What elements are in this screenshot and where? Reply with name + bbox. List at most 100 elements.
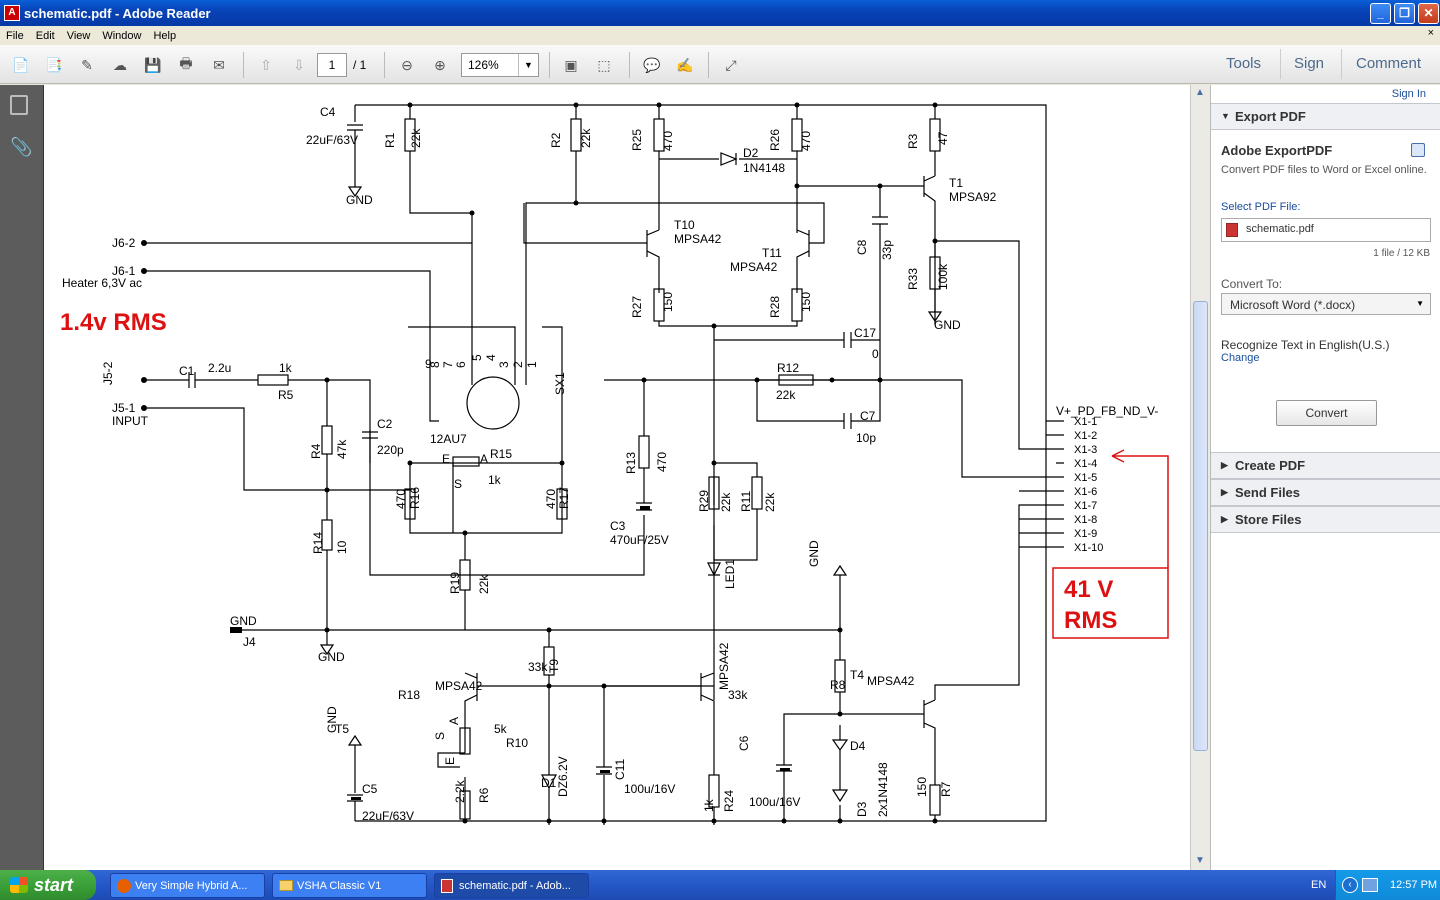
schematic-label: E (443, 757, 457, 765)
task-firefox[interactable]: Very Simple Hybrid A... (110, 873, 265, 898)
send-files-label: Send Files (1235, 485, 1301, 500)
copy-icon[interactable] (1411, 143, 1425, 157)
upload-icon[interactable]: ☁ (113, 56, 127, 73)
export-pdf-label: Export PDF (1235, 109, 1306, 124)
toolbar-separator (243, 52, 244, 78)
connector-header: V+_PD_FB_ND_V- (1056, 404, 1158, 418)
firefox-icon (117, 879, 131, 893)
minimize-button[interactable]: _ (1370, 3, 1391, 24)
menu-file[interactable]: File (6, 29, 24, 42)
fullscreen-icon[interactable]: ⤢ (725, 56, 737, 73)
task-adobe-reader[interactable]: schematic.pdf - Adob... (434, 873, 589, 898)
schematic-label: R28 (768, 296, 782, 318)
prev-page-icon[interactable]: ⇧ (260, 56, 272, 73)
save-icon[interactable]: 💾 (144, 56, 162, 73)
schematic-label: R18 (398, 688, 420, 702)
email-icon[interactable]: ✉ (213, 56, 225, 73)
chevron-down-icon[interactable]: ▼ (518, 54, 538, 76)
convert-to-value: Microsoft Word (*.docx) (1230, 298, 1356, 312)
scrollbar-thumb[interactable] (1193, 301, 1208, 751)
print-icon[interactable]: 🖶 (179, 55, 193, 71)
file-info: 1 file / 12 KB (1373, 248, 1430, 259)
menu-edit[interactable]: Edit (35, 29, 55, 42)
schematic-label: C6 (737, 735, 751, 751)
task-folder[interactable]: VSHA Classic V1 (272, 873, 427, 898)
vertical-scrollbar[interactable]: ▲ ▼ (1190, 85, 1210, 870)
language-indicator[interactable]: EN (1311, 879, 1327, 891)
create-pdf-icon[interactable]: 📑 (45, 56, 63, 73)
schematic-label: R8 (830, 678, 846, 692)
next-page-icon[interactable]: ⇩ (293, 56, 305, 73)
schematic-label: 1k (488, 473, 502, 487)
schematic-label: 2.2u (208, 361, 231, 375)
schematic-label: 470 (661, 131, 675, 151)
menu-bar: File Edit View Window Help (0, 26, 1440, 45)
schematic-label: 9 (425, 357, 432, 371)
document-close-button[interactable]: × (1427, 27, 1434, 39)
tray-expand-icon[interactable]: ‹ (1342, 877, 1358, 893)
zoom-in-icon[interactable]: ⊕ (434, 56, 446, 73)
create-pdf-header[interactable]: ▶ Create PDF (1211, 452, 1440, 479)
export-description: Convert PDF files to Word or Excel onlin… (1221, 164, 1427, 176)
collapsed-arrow-icon: ▶ (1221, 460, 1228, 470)
schematic-label: 10 (335, 540, 349, 554)
tab-sign[interactable]: Sign (1294, 55, 1325, 72)
windows-logo-icon (10, 877, 28, 893)
selected-file-field[interactable]: schematic.pdf (1221, 218, 1431, 242)
schematic-label: E (442, 452, 450, 466)
tab-comment[interactable]: Comment (1356, 55, 1422, 72)
menu-window[interactable]: Window (102, 29, 142, 42)
highlight-icon[interactable]: ✍ (676, 56, 694, 73)
start-button[interactable]: start (0, 870, 96, 900)
scroll-up-icon[interactable]: ▲ (1195, 87, 1205, 98)
sign-in-link[interactable]: Sign In (1391, 88, 1426, 100)
schematic-label: R10 (506, 736, 528, 750)
schematic-label: 1 (525, 361, 539, 368)
zoom-out-icon[interactable]: ⊖ (401, 56, 413, 73)
fit-page-icon[interactable]: ▣ (564, 56, 578, 73)
schematic-label: 1N4148 (743, 161, 785, 175)
schematic-label: 47 (936, 131, 950, 145)
comment-icon[interactable]: 💬 (643, 56, 661, 73)
zoom-select[interactable]: 126%▼ (461, 53, 539, 77)
edit-icon[interactable]: ✎ (81, 56, 93, 73)
schematic-label: DZ6.2V (556, 756, 570, 797)
page-thumbnails-icon[interactable] (10, 95, 28, 115)
schematic-label: T5 (335, 722, 349, 736)
restore-button[interactable]: ❐ (1394, 3, 1415, 24)
schematic-label: 8 (428, 361, 442, 368)
create-pdf-label: Create PDF (1235, 458, 1306, 473)
schematic-label: 6 (454, 361, 468, 368)
close-button[interactable]: ✕ (1418, 3, 1439, 24)
scroll-down-icon[interactable]: ▼ (1195, 855, 1205, 866)
convert-button[interactable]: Convert (1276, 400, 1377, 426)
network-icon[interactable] (1362, 878, 1378, 892)
menu-view[interactable]: View (66, 29, 91, 42)
schematic-label: J5-1 (112, 401, 136, 415)
schematic-label: J5-2 (101, 361, 115, 385)
schematic-label: C5 (362, 782, 378, 796)
schematic-label: C2 (377, 417, 393, 431)
page-number-input[interactable]: 1 (317, 53, 347, 77)
ocr-change-link[interactable]: Change (1221, 352, 1260, 364)
tab-tools[interactable]: Tools (1226, 55, 1262, 72)
schematic-label: 150 (799, 292, 813, 312)
schematic-label: 22uF/63V (306, 133, 358, 147)
send-files-header[interactable]: ▶Send Files (1211, 479, 1440, 506)
task-label: VSHA Classic V1 (297, 880, 382, 892)
open-icon[interactable]: 📄 (12, 56, 30, 73)
attachments-icon[interactable]: 📎 (10, 137, 33, 157)
store-files-header[interactable]: ▶Store Files (1211, 506, 1440, 533)
fit-width-icon[interactable]: ⬚ (597, 56, 611, 73)
schematic-label: GND (934, 318, 961, 332)
schematic-label: C7 (860, 409, 876, 423)
annotation-1-4v-rms: 1.4v RMS (60, 309, 167, 336)
menu-help[interactable]: Help (153, 29, 177, 42)
convert-to-select[interactable]: Microsoft Word (*.docx) ▼ (1221, 293, 1431, 315)
schematic-label: 33p (880, 240, 894, 260)
schematic-label: R3 (906, 133, 920, 149)
export-pdf-header[interactable]: ▼Export PDF (1211, 103, 1440, 130)
annotation-arrow (1111, 449, 1169, 568)
